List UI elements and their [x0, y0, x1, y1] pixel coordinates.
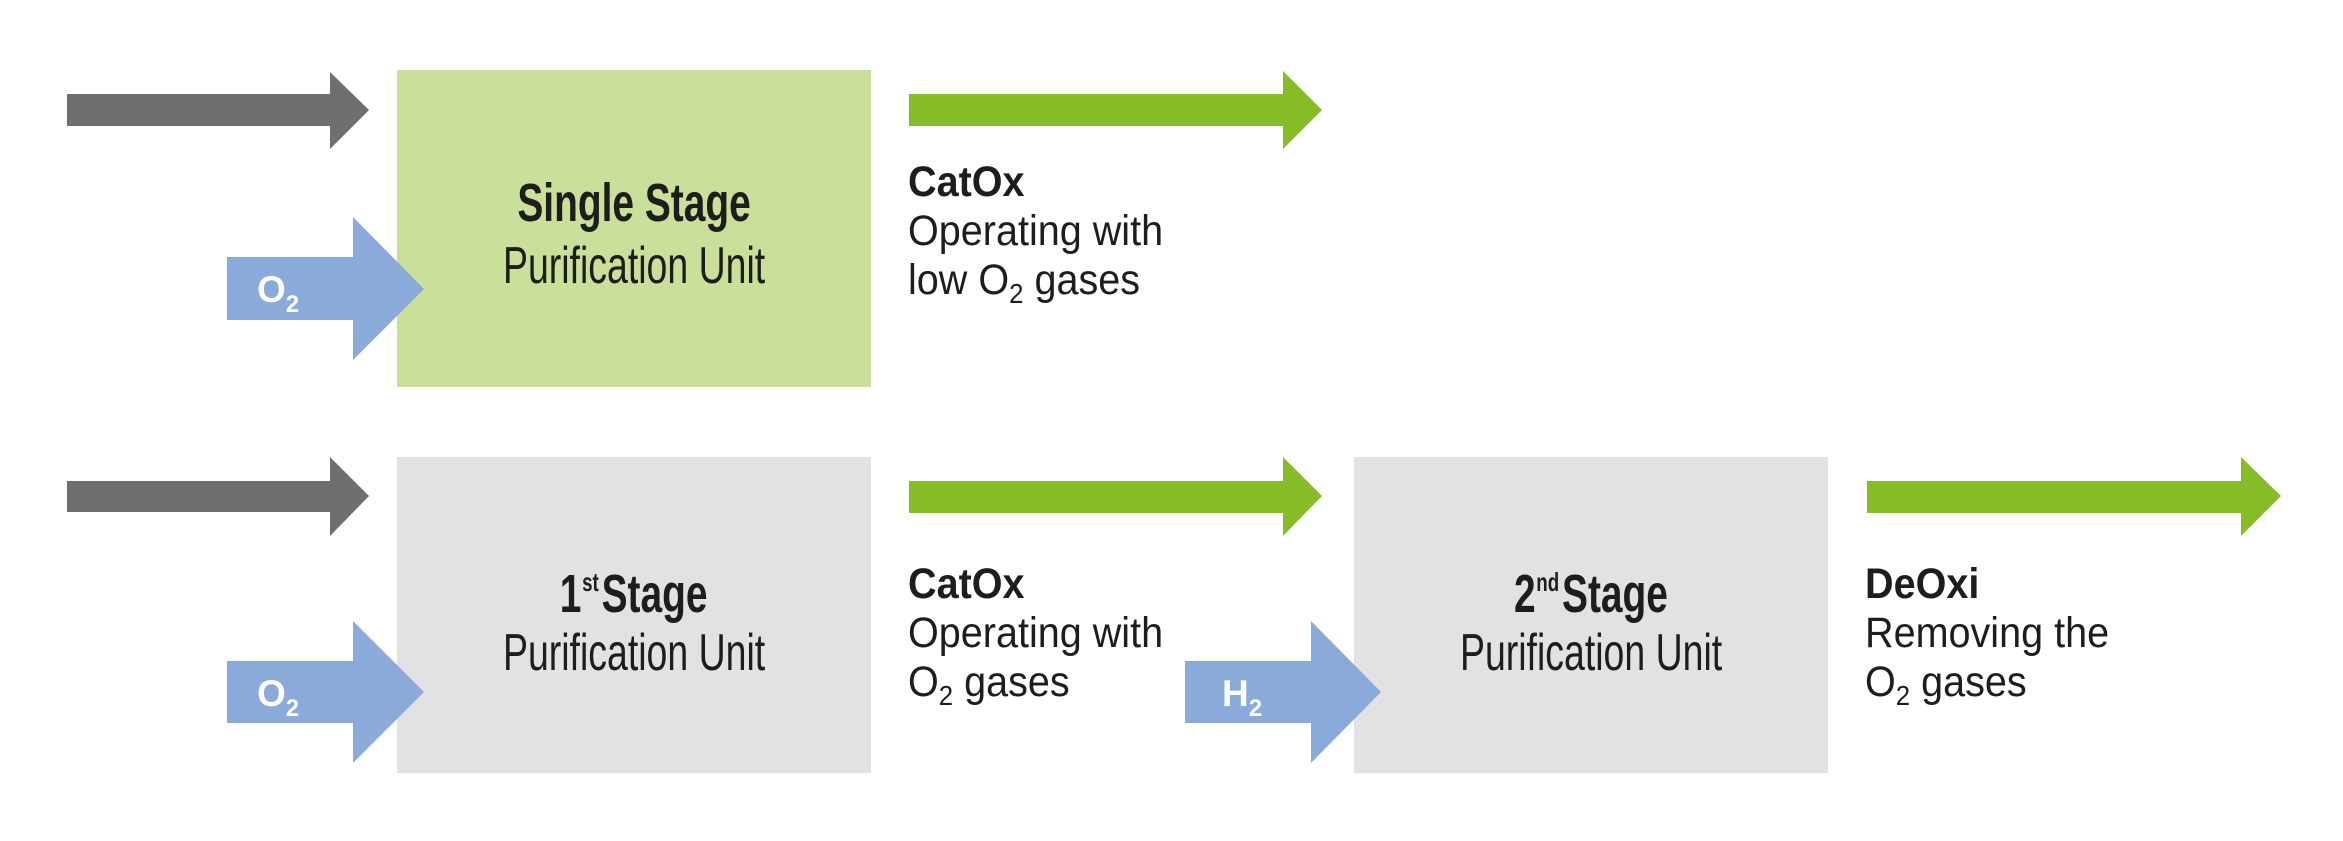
feed-arrow-icon — [67, 457, 369, 536]
reagent-symbol: O — [257, 673, 286, 714]
description-line-2: O2 gases — [1865, 658, 2109, 711]
line2-subscript: 2 — [938, 680, 954, 711]
reagent-arrow-icon — [227, 217, 424, 360]
description-line-1: Operating with — [908, 609, 1164, 657]
reagent-symbol: O — [257, 269, 286, 310]
process-name: DeOxi — [1865, 560, 1980, 608]
stage-number: 1 — [560, 564, 582, 624]
line2-prefix: low O — [908, 256, 1010, 304]
reagent-arrow-icon — [227, 621, 424, 763]
reagent-subscript: 2 — [1248, 695, 1263, 722]
catox-description-row2: CatOx Operating with O2 gases — [908, 560, 1164, 711]
single-stage-purification-unit: Single Stage Purification Unit — [397, 70, 871, 387]
hydrogen-label: H2 — [1222, 673, 1262, 721]
box-subtitle: Purification Unit — [397, 627, 871, 679]
process-name: CatOx — [908, 158, 1025, 206]
description-line-2: O2 gases — [908, 658, 1163, 711]
line2-suffix: gases — [1910, 658, 2027, 706]
description-line-1: Removing the — [1865, 609, 2110, 657]
box-title-text: Single Stage — [517, 173, 751, 233]
first-stage-purification-unit: 1stStage Purification Unit — [397, 457, 871, 773]
box-subtitle-text: Purification Unit — [1459, 624, 1723, 682]
catox-description-row1: CatOx Operating with low O2 gases — [908, 158, 1164, 309]
stage-number: 2 — [1514, 564, 1536, 624]
oxygen-label-row2: O2 — [257, 673, 299, 721]
reagent-arrow-icon — [1185, 621, 1381, 763]
box-subtitle: Purification Unit — [1354, 627, 1828, 679]
reagent-subscript: 2 — [285, 695, 300, 722]
line2-subscript: 2 — [1895, 680, 1911, 711]
feed-arrow-icon — [67, 72, 369, 149]
box-title-text: Stage — [1562, 564, 1668, 624]
reagent-symbol: H — [1222, 673, 1249, 714]
box-subtitle: Purification Unit — [397, 240, 871, 292]
line2-suffix: gases — [953, 658, 1070, 706]
line2-prefix: O — [1865, 658, 1896, 706]
stage-ordinal-suffix: st — [582, 567, 600, 597]
deoxi-description: DeOxi Removing the O2 gases — [1865, 560, 2110, 711]
description-line-1: Operating with — [908, 207, 1164, 255]
box-title: Single Stage — [397, 176, 871, 230]
reagent-subscript: 2 — [285, 291, 300, 318]
second-stage-purification-unit: 2ndStage Purification Unit — [1354, 457, 1828, 773]
box-title-text: Stage — [601, 564, 708, 624]
box-title: 1stStage — [397, 567, 871, 621]
process-name: CatOx — [908, 560, 1025, 608]
box-subtitle-text: Purification Unit — [502, 237, 766, 295]
box-subtitle-text: Purification Unit — [502, 624, 766, 682]
product-arrow-icon — [909, 71, 1322, 149]
line2-prefix: O — [908, 658, 939, 706]
product-arrow-icon — [1867, 457, 2281, 536]
box-title: 2ndStage — [1354, 567, 1828, 621]
line2-subscript: 2 — [1009, 278, 1024, 309]
stage-ordinal-suffix: nd — [1536, 567, 1560, 597]
product-arrow-icon — [909, 457, 1322, 536]
oxygen-label-row1: O2 — [257, 269, 299, 317]
description-line-2: low O2 gases — [908, 256, 1163, 309]
line2-suffix: gases — [1023, 256, 1141, 304]
